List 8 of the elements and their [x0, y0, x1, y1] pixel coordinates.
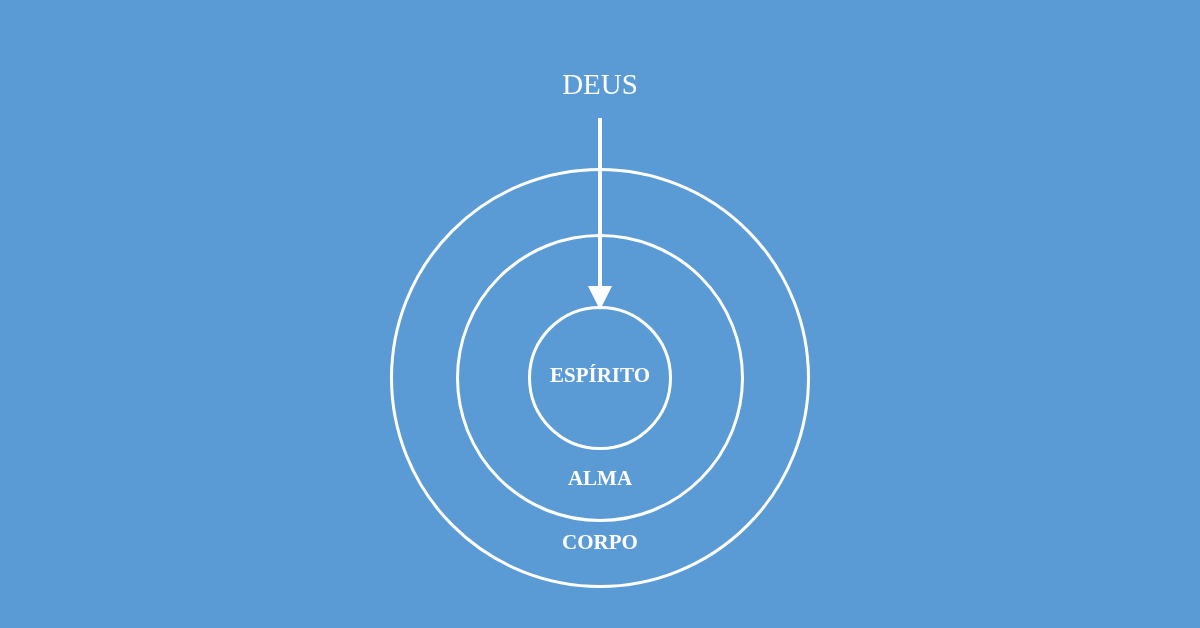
circle-label: ALMA	[567, 466, 633, 491]
middle-circle	[456, 234, 744, 522]
inner-circle	[528, 306, 672, 450]
circle-label: ESPÍRITO	[550, 363, 650, 388]
outer-circle	[390, 168, 810, 588]
arrow	[588, 118, 612, 310]
circle-label: CORPO	[562, 530, 638, 555]
heading-label: DEUS	[562, 68, 638, 101]
